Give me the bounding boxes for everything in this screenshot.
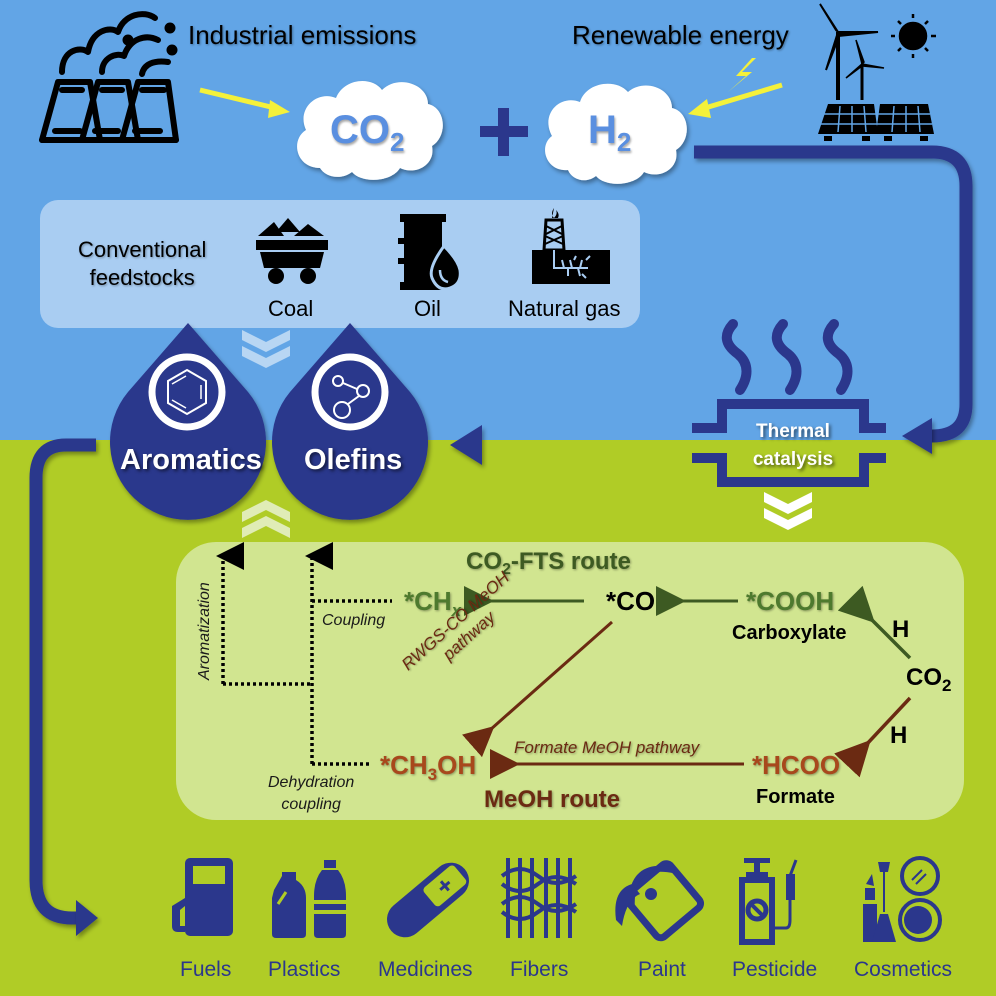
fuel-pump-icon bbox=[172, 858, 233, 936]
co2-main: CO bbox=[330, 108, 390, 152]
feedstocks-title-line2: feedstocks bbox=[89, 265, 195, 290]
catalysis-line2: catalysis bbox=[752, 449, 834, 470]
co2-species-sub: 2 bbox=[942, 676, 952, 695]
co2-species-main: CO bbox=[906, 664, 942, 691]
dehydration-line1: Dehydration bbox=[268, 774, 355, 791]
flow-arrowhead-catalysis bbox=[902, 418, 932, 454]
flow-arrowhead-products bbox=[76, 900, 98, 936]
h2-main: H bbox=[588, 108, 617, 152]
product-label-paint: Paint bbox=[638, 958, 686, 981]
coal-label: Coal bbox=[268, 296, 314, 321]
h2-label: H2 bbox=[588, 108, 631, 158]
formate-label: Formate bbox=[756, 786, 835, 808]
cosmetics-icon bbox=[863, 856, 942, 942]
flow-to-catalysis bbox=[694, 145, 973, 443]
factory-icon bbox=[39, 11, 179, 143]
h2-cloud bbox=[545, 83, 687, 184]
paint-bucket-icon bbox=[615, 860, 705, 942]
hcoo-species: *HCOO bbox=[752, 750, 841, 780]
meoh-route-title: MeOH route bbox=[484, 786, 621, 813]
fibers-weave-icon bbox=[500, 858, 578, 938]
wind-turbine-icon bbox=[819, 3, 885, 100]
dehydration-line2: coupling bbox=[281, 796, 341, 813]
feedstocks-title-line1: Conventional bbox=[78, 237, 207, 262]
ch3oh-sub: 3 bbox=[427, 765, 438, 784]
aromatization-label: Aromatization bbox=[196, 582, 213, 680]
olefins-label: Olefins bbox=[304, 444, 403, 476]
coupling-label: Coupling bbox=[322, 612, 386, 629]
product-label-fibers: Fibers bbox=[510, 958, 569, 981]
co2-sub: 2 bbox=[390, 127, 405, 157]
chevron-up-routes bbox=[242, 500, 290, 538]
co2-species: CO2 bbox=[906, 664, 951, 696]
catalysis-line1: Thermal bbox=[756, 421, 830, 442]
sun-icon bbox=[891, 14, 936, 58]
dotted-coupling-lines bbox=[216, 542, 392, 766]
oil-label: Oil bbox=[414, 296, 441, 321]
h-label-bottom: H bbox=[890, 722, 908, 749]
gas-rig-icon bbox=[532, 208, 610, 284]
chx-species: *CHx bbox=[404, 586, 461, 621]
chevron-down-feedstock bbox=[242, 330, 290, 368]
plus-sign bbox=[480, 108, 528, 156]
cooh-species: *COOH bbox=[746, 586, 835, 616]
product-label-plastics: Plastics bbox=[268, 958, 341, 981]
solar-panel-icon bbox=[818, 104, 934, 141]
feedstocks-title: Conventional feedstocks bbox=[78, 236, 206, 292]
co2-cloud bbox=[297, 80, 443, 180]
product-label-cosmetics: Cosmetics bbox=[854, 958, 953, 981]
fts-title-main: CO bbox=[466, 548, 502, 575]
dehydration-coupling-label: Dehydration coupling bbox=[268, 772, 354, 816]
lightning-icon bbox=[728, 58, 756, 92]
product-label-pesticide: Pesticide bbox=[732, 958, 818, 981]
formate-pathway-label: Formate MeOH pathway bbox=[514, 738, 700, 757]
emission-arrow bbox=[199, 87, 290, 118]
energy-arrow bbox=[688, 82, 783, 118]
fts-title-rest: -FTS route bbox=[510, 548, 631, 575]
capsule-icon bbox=[387, 862, 469, 938]
ch3oh-rest: OH bbox=[437, 750, 477, 780]
carboxylate-label: Carboxylate bbox=[732, 622, 847, 644]
arrow-co2-to-hcoo bbox=[834, 696, 912, 778]
h2-sub: 2 bbox=[616, 127, 632, 157]
product-label-fuels: Fuels bbox=[180, 958, 232, 981]
reaction-routes-panel bbox=[176, 542, 964, 820]
flow-arrowhead-olefins bbox=[450, 425, 482, 465]
product-label-medicines: Medicines bbox=[378, 958, 473, 981]
aromatics-label: Aromatics bbox=[120, 444, 262, 476]
aromatics-drop bbox=[110, 323, 266, 520]
arrow-co2-to-cooh bbox=[837, 585, 912, 660]
co2-label: CO2 bbox=[330, 108, 404, 158]
sprayer-icon bbox=[739, 858, 798, 945]
chx-sub: x bbox=[451, 601, 462, 620]
benzene-ring-icon bbox=[148, 353, 226, 431]
molecule-icon bbox=[311, 353, 389, 431]
renewable-energy-label: Renewable energy bbox=[572, 20, 789, 50]
fts-route-title: CO2-FTS route bbox=[466, 548, 631, 579]
arrow-co-to-ch3oh bbox=[462, 620, 613, 758]
h-label-top: H bbox=[892, 616, 910, 643]
oil-barrel-icon bbox=[398, 214, 462, 291]
chevron-down-catalysis bbox=[764, 492, 812, 530]
chx-main: *CH bbox=[404, 586, 452, 616]
olefins-drop bbox=[272, 323, 428, 520]
ch3oh-main: *CH bbox=[380, 750, 428, 780]
thermal-catalysis-label: Thermal catalysis bbox=[738, 418, 848, 474]
co-species: *CO bbox=[606, 586, 656, 616]
industrial-emissions-label: Industrial emissions bbox=[188, 20, 417, 50]
fts-title-sub: 2 bbox=[502, 561, 511, 578]
coal-cart-icon bbox=[256, 218, 328, 284]
flow-to-products bbox=[29, 438, 96, 925]
ch3oh-species: *CH3OH bbox=[380, 750, 476, 785]
heat-waves-icon bbox=[721, 319, 853, 395]
plastic-bottles-icon bbox=[272, 860, 346, 938]
natural-gas-label: Natural gas bbox=[508, 296, 621, 321]
reactor-icon bbox=[692, 399, 886, 487]
